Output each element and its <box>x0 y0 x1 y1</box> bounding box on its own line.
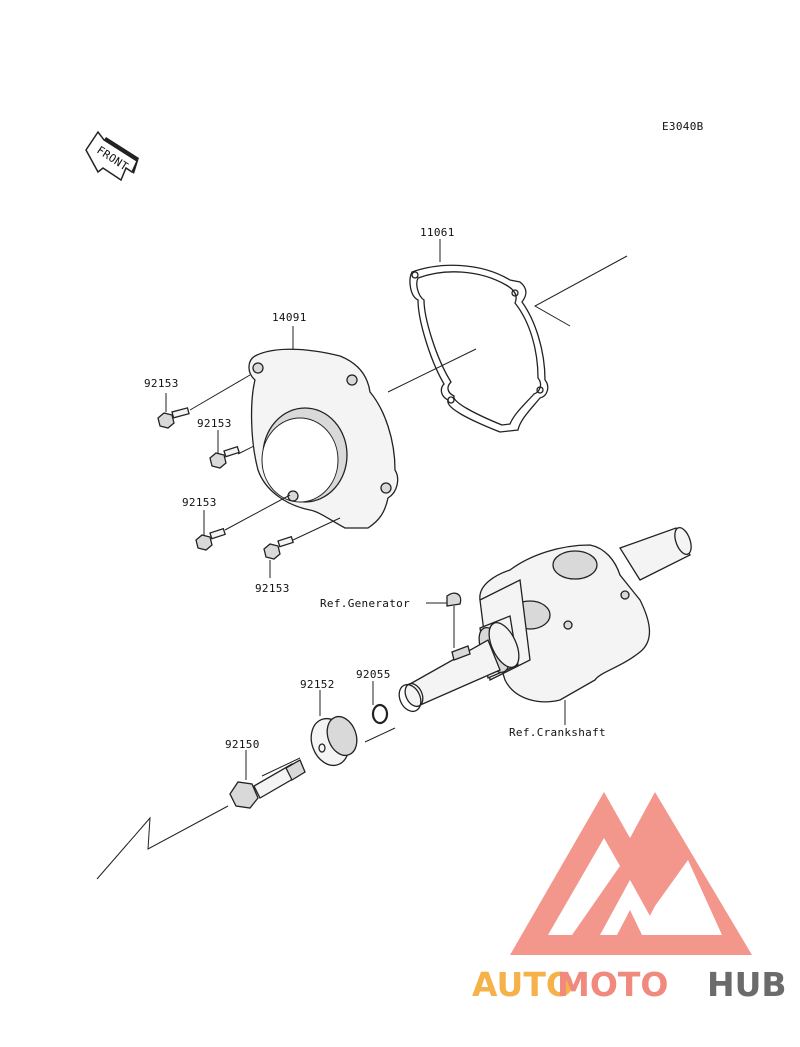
part-num-92152: 92152 <box>300 678 335 691</box>
axis-bolt-c <box>224 494 291 531</box>
bolt-92150 <box>229 759 306 809</box>
axis-line-bottom <box>96 805 229 880</box>
ref-generator-label: Ref.Generator <box>320 597 410 610</box>
automotohub-logo <box>510 792 752 955</box>
logo-text-auto: AUTO <box>472 965 574 1004</box>
gasket-11061 <box>409 264 549 433</box>
cover-14091 <box>248 348 399 529</box>
axis-bolt-d <box>292 517 341 541</box>
part-num-92153-b: 92153 <box>197 417 232 430</box>
axis-line-lower-mid <box>364 727 396 743</box>
logo-text-hub: HUB <box>707 965 787 1004</box>
diagram-code: E3040B <box>662 120 704 133</box>
ref-crankshaft-label: Ref.Crankshaft <box>509 726 606 739</box>
bolt-92153-b <box>209 445 240 469</box>
part-num-92153-d: 92153 <box>255 582 290 595</box>
part-num-92150: 92150 <box>225 738 260 751</box>
bolt-92153-d <box>263 535 294 560</box>
axis-line-mid <box>387 348 477 393</box>
bolt-92153-a <box>157 407 190 429</box>
front-arrow-icon: FRONT <box>85 130 139 182</box>
axis-bolt-a <box>189 374 251 411</box>
part-num-92153-a: 92153 <box>144 377 179 390</box>
part-num-11061: 11061 <box>420 226 455 239</box>
part-num-92153-c: 92153 <box>182 496 217 509</box>
washer-92152 <box>310 715 358 767</box>
axis-line-lower-bolt <box>261 757 301 777</box>
logo-text-moto: MOTO <box>557 965 668 1004</box>
bolt-92153-c <box>195 527 226 551</box>
axis-line-top <box>533 255 628 327</box>
woodruff-key <box>446 592 462 607</box>
part-num-92055: 92055 <box>356 668 391 681</box>
crankshaft <box>398 526 692 713</box>
oring-92055 <box>371 703 389 725</box>
automotohub-wordmark: AUTO MOTO HUB <box>472 965 787 1004</box>
part-num-14091: 14091 <box>272 311 307 324</box>
